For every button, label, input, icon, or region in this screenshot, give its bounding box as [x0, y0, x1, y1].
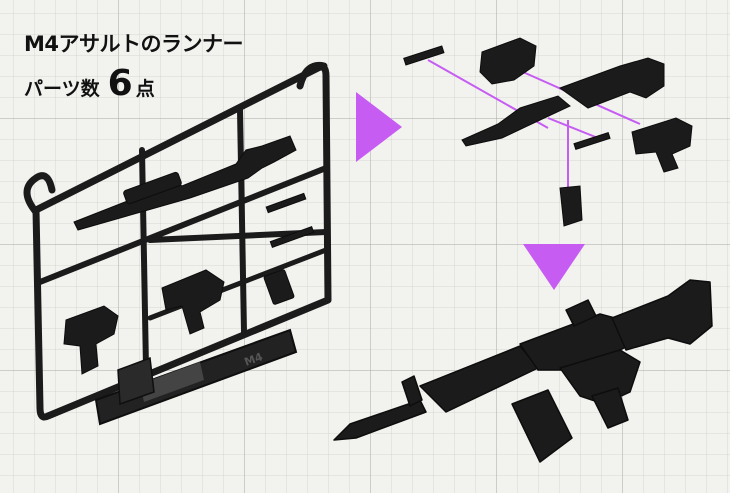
exploded-part-rail-small: [573, 131, 611, 151]
assembled-rifle: [333, 279, 713, 463]
rifle-stock: [611, 279, 713, 351]
runner-left-loop: [23, 172, 56, 216]
runner-part-magazine: [263, 269, 295, 305]
arrow-down-icon: [523, 244, 585, 290]
runner-part-receiver-lower: [161, 269, 225, 335]
runner-bar-vertical-2: [237, 107, 247, 335]
exploded-part-lower-receiver: [631, 117, 693, 173]
runner-parts: [63, 135, 315, 375]
rifle-carry-handle: [565, 299, 597, 327]
rifle-magazine: [511, 389, 573, 463]
runner-tag-label-panel: [140, 362, 204, 402]
parts-count: パーツ数 6 点: [24, 66, 155, 102]
arrow-right-icon: [356, 92, 402, 162]
runner-part-rail-2: [269, 226, 315, 248]
runner-bar-upper: [37, 165, 329, 285]
runner-tag-plate-left: [117, 356, 155, 406]
exploded-part-magazine: [559, 185, 583, 227]
exploded-part-top-rail: [403, 45, 445, 66]
page-title: M4アサルトのランナー: [24, 32, 244, 56]
runner-tag-text: M4: [243, 350, 265, 369]
runner-part-receiver-upper: [63, 305, 119, 375]
exploded-parts: [403, 37, 693, 227]
parts-count-number: 6: [107, 63, 133, 104]
rifle-barrel: [333, 399, 427, 441]
parts-count-unit: 点: [135, 78, 155, 100]
runner-part-rail-1: [265, 192, 307, 214]
runner-part-handguard: [123, 171, 182, 205]
rifle-front-sight: [401, 375, 423, 407]
exploded-part-stock: [558, 57, 665, 109]
rifle-lower-receiver: [559, 349, 641, 405]
runner-top-hook: [296, 61, 328, 90]
runner-part-rifle: [73, 135, 297, 231]
rifle-grip: [591, 387, 629, 429]
parts-count-label: パーツ数: [24, 78, 100, 100]
guide-line-3: [547, 117, 599, 139]
exploded-part-barrel-assembly: [461, 95, 571, 147]
exploded-part-upper-receiver: [479, 37, 537, 85]
runner-tag: M4: [94, 328, 298, 426]
